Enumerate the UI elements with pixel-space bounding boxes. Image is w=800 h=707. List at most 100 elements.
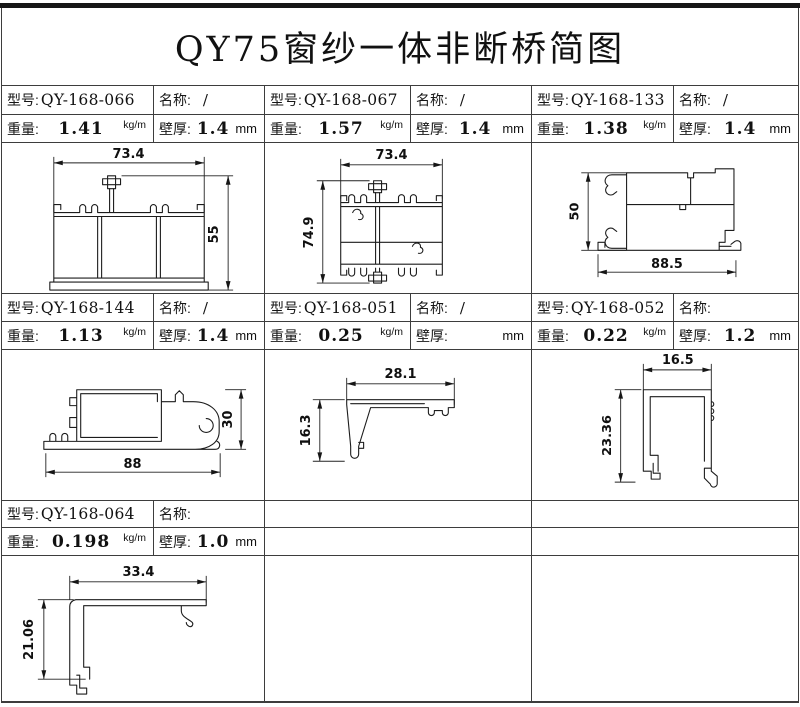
weight-value: 0.22 (583, 325, 629, 346)
empty-cell (265, 501, 532, 527)
weight-label: 重量: (270, 120, 302, 137)
profile-drawing-qy-168-133: 50 88.5 (565, 168, 742, 278)
drawing-cell-qy-168-067: 73.4 74.9 (265, 143, 532, 293)
arrowhead (320, 180, 326, 190)
weight-unit: kg/m (123, 532, 146, 544)
empty-cell (265, 528, 532, 555)
thickness-label: 壁厚: (679, 120, 711, 137)
profile-outline (346, 399, 455, 459)
dimension-lines (316, 158, 443, 284)
title-row: QY75窗纱一体非断桥简图 (2, 8, 798, 86)
profile-outline (597, 168, 742, 251)
empty-cell (532, 501, 798, 527)
model-value: QY-168-066 (40, 91, 135, 109)
arrowhead (320, 274, 326, 284)
drawing-cell-qy-168-066: 73.4 55 (2, 143, 265, 293)
empty-cell (532, 556, 798, 701)
thickness-unit: mm (235, 121, 257, 136)
weight-unit: kg/m (123, 326, 146, 338)
empty-cell (532, 528, 798, 555)
empty-cell (265, 556, 532, 701)
dim-height-label: 30 (221, 411, 236, 429)
arrowhead (618, 473, 624, 483)
profile-outline (69, 599, 207, 695)
top-border-bar (0, 3, 800, 8)
thickness-value: 1.2 (723, 325, 757, 346)
dim-height-label: 55 (207, 225, 222, 243)
dim-height-label: 23.36 (600, 415, 615, 456)
model-value: QY-168-144 (40, 298, 135, 317)
model-label: 型号: (537, 299, 569, 316)
thickness-unit: mm (502, 328, 524, 343)
arrowhead (69, 579, 79, 585)
weight-value: 1.38 (583, 118, 629, 139)
arrowhead (195, 160, 205, 166)
arrowhead (41, 599, 47, 609)
thickness-label: 壁厚: (416, 120, 448, 137)
model-label: 型号: (7, 299, 39, 316)
model-label: 型号: (7, 92, 39, 108)
name-cell: 名称: (154, 501, 265, 527)
name-value: / (459, 298, 465, 317)
thickness-label: 壁厚: (159, 327, 191, 344)
arrowhead (238, 389, 244, 399)
weight-cell: 重量: 1.57 kg/m (265, 115, 411, 142)
weight-label: 重量: (270, 327, 302, 344)
weight-value: 0.25 (318, 325, 364, 346)
arrowhead (211, 469, 221, 475)
dim-height-label: 16.3 (299, 415, 314, 447)
name-value: / (202, 298, 208, 317)
arrowhead (225, 175, 231, 185)
weight-value: 1.57 (318, 118, 364, 139)
arrowhead (702, 367, 712, 373)
weight-unit: kg/m (380, 119, 403, 131)
drawing-row: 33.4 21.06 (2, 556, 798, 702)
dim-width-label: 73.4 (113, 147, 145, 162)
arrowhead (727, 269, 736, 275)
arrowhead (53, 160, 63, 166)
weight-unit: kg/m (643, 119, 666, 131)
model-value: QY-168-052 (570, 298, 665, 317)
page-title: QY75窗纱一体非断桥简图 (174, 30, 626, 70)
dimension-lines (312, 377, 455, 462)
dimension-lines (53, 156, 234, 291)
arrowhead (197, 579, 207, 585)
dim-width-label: 28.1 (385, 367, 417, 382)
weight-unit: kg/m (643, 326, 666, 338)
model-cell: 型号:QY-168-052 (532, 294, 674, 321)
name-label: 名称: (416, 92, 448, 108)
model-value: QY-168-064 (40, 505, 135, 523)
arrowhead (598, 269, 607, 275)
arrowhead (643, 367, 653, 373)
thickness-value: 1.0 (196, 531, 230, 552)
arrowhead (238, 440, 244, 450)
weight-unit: kg/m (380, 326, 403, 338)
weight-value: 1.41 (58, 118, 104, 139)
arrowhead (433, 162, 443, 168)
arrowhead (618, 389, 624, 399)
model-cell: 型号:QY-168-066 (2, 86, 154, 114)
name-label: 名称: (679, 92, 711, 108)
drawing-cell-qy-168-052: 16.5 23.36 (532, 350, 798, 500)
thickness-unit: mm (235, 534, 257, 549)
model-label: 型号: (537, 92, 569, 108)
name-label: 名称: (416, 299, 448, 316)
arrowhead (225, 281, 231, 291)
dim-height-label: 50 (567, 203, 582, 221)
dim-width-label: 33.4 (123, 565, 155, 580)
name-value: / (459, 91, 465, 109)
thickness-unit: mm (769, 328, 791, 343)
name-cell: 名称: / (411, 86, 532, 114)
model-cell: 型号:QY-168-133 (532, 86, 674, 114)
profile-outline (373, 180, 383, 194)
dim-width-label: 16.5 (662, 353, 694, 368)
arrowhead (445, 381, 455, 387)
profile-drawing-qy-168-052: 16.5 23.36 (598, 351, 718, 488)
